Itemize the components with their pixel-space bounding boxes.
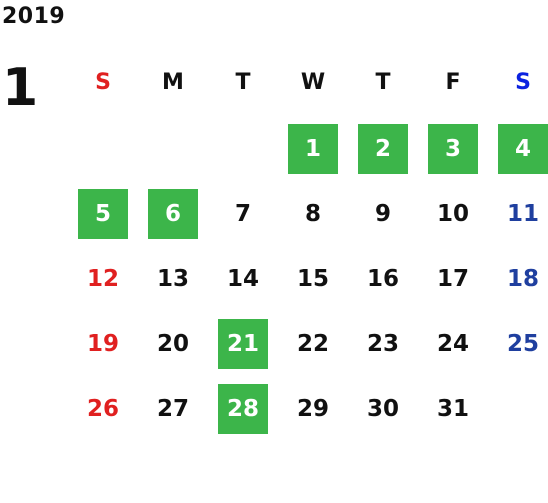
day-cell[interactable]: 14 bbox=[208, 254, 278, 319]
weekday-wednesday: W bbox=[300, 69, 326, 95]
empty-day-cell bbox=[138, 124, 208, 189]
day-cell[interactable]: 3 bbox=[418, 124, 488, 189]
day-cell[interactable]: 24 bbox=[418, 319, 488, 384]
empty-day-cell bbox=[68, 124, 138, 189]
day-cell[interactable]: 2 bbox=[348, 124, 418, 189]
day-cell[interactable]: 20 bbox=[138, 319, 208, 384]
day-cell[interactable]: 9 bbox=[348, 189, 418, 254]
day-number: 14 bbox=[226, 266, 259, 292]
day-number: 26 bbox=[86, 396, 119, 422]
year-label: 2019 bbox=[2, 4, 66, 29]
day-cell[interactable]: 19 bbox=[68, 319, 138, 384]
day-number: 25 bbox=[506, 331, 539, 357]
day-number: 1 bbox=[288, 124, 338, 174]
day-number: 15 bbox=[296, 266, 329, 292]
weekday-friday: F bbox=[445, 69, 461, 95]
weekday-saturday: S bbox=[515, 69, 531, 95]
day-number: 20 bbox=[156, 331, 189, 357]
day-cell[interactable]: 8 bbox=[278, 189, 348, 254]
day-cell[interactable]: 22 bbox=[278, 319, 348, 384]
day-cell[interactable]: 21 bbox=[208, 319, 278, 384]
day-number: 6 bbox=[148, 189, 198, 239]
day-number: 4 bbox=[498, 124, 548, 174]
day-cell[interactable]: 31 bbox=[418, 384, 488, 449]
day-number: 21 bbox=[218, 319, 268, 369]
day-number: 2 bbox=[358, 124, 408, 174]
day-cell[interactable]: 6 bbox=[138, 189, 208, 254]
day-cell[interactable]: 27 bbox=[138, 384, 208, 449]
day-number: 30 bbox=[366, 396, 399, 422]
day-cell[interactable]: 13 bbox=[138, 254, 208, 319]
day-number: 8 bbox=[304, 201, 321, 227]
day-number: 19 bbox=[86, 331, 119, 357]
month-label: 1 bbox=[2, 58, 39, 118]
day-cell[interactable]: 29 bbox=[278, 384, 348, 449]
weekday-tuesday: T bbox=[235, 69, 251, 95]
weekday-header-row: S M T W T F S bbox=[68, 62, 548, 102]
day-number: 18 bbox=[506, 266, 539, 292]
day-number: 22 bbox=[296, 331, 329, 357]
day-number: 9 bbox=[374, 201, 391, 227]
day-number: 13 bbox=[156, 266, 189, 292]
day-cell[interactable]: 17 bbox=[418, 254, 488, 319]
day-number: 17 bbox=[436, 266, 469, 292]
day-number: 7 bbox=[234, 201, 251, 227]
day-number: 31 bbox=[436, 396, 469, 422]
day-number: 28 bbox=[218, 384, 268, 434]
day-cell[interactable]: 15 bbox=[278, 254, 348, 319]
day-cell[interactable]: 23 bbox=[348, 319, 418, 384]
day-number: 11 bbox=[506, 201, 539, 227]
day-cell[interactable]: 25 bbox=[488, 319, 548, 384]
day-number: 5 bbox=[78, 189, 128, 239]
day-cell[interactable]: 18 bbox=[488, 254, 548, 319]
empty-day-cell bbox=[208, 124, 278, 189]
day-number: 12 bbox=[86, 266, 119, 292]
day-cell[interactable]: 12 bbox=[68, 254, 138, 319]
day-number: 24 bbox=[436, 331, 469, 357]
day-number: 10 bbox=[436, 201, 469, 227]
day-cell[interactable]: 1 bbox=[278, 124, 348, 189]
day-number: 29 bbox=[296, 396, 329, 422]
day-cell[interactable]: 16 bbox=[348, 254, 418, 319]
day-cell[interactable]: 5 bbox=[68, 189, 138, 254]
day-number: 27 bbox=[156, 396, 189, 422]
weekday-monday: M bbox=[162, 69, 184, 95]
day-cell[interactable]: 4 bbox=[488, 124, 548, 189]
day-number: 16 bbox=[366, 266, 399, 292]
weekday-thursday: T bbox=[375, 69, 391, 95]
day-cell[interactable]: 30 bbox=[348, 384, 418, 449]
day-number: 3 bbox=[428, 124, 478, 174]
day-cell[interactable]: 26 bbox=[68, 384, 138, 449]
day-cell[interactable]: 10 bbox=[418, 189, 488, 254]
day-number: 23 bbox=[366, 331, 399, 357]
day-cell[interactable]: 11 bbox=[488, 189, 548, 254]
day-cell[interactable]: 28 bbox=[208, 384, 278, 449]
day-cell[interactable]: 7 bbox=[208, 189, 278, 254]
weekday-sunday: S bbox=[95, 69, 111, 95]
